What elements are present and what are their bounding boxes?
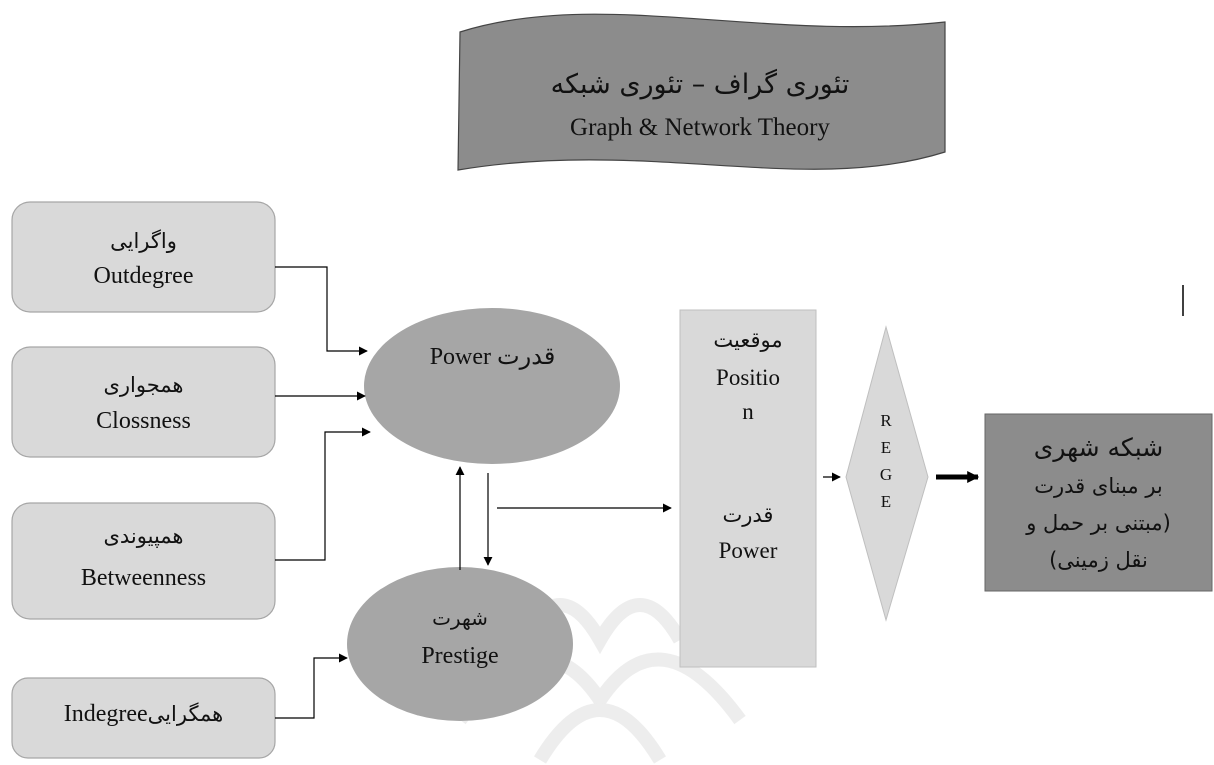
rege-letter-4: E	[880, 492, 892, 511]
position-en-a: Positio	[716, 365, 780, 390]
indegree-label-en: Indegree	[63, 701, 148, 727]
result-line-2: بر مبنای قدرت	[1034, 474, 1163, 498]
outdegree-label-en: Outdegree	[93, 263, 194, 289]
closeness-box	[11, 346, 276, 458]
arrow-outdegree-to-power	[275, 266, 368, 356]
rege-letter-1: R	[880, 411, 892, 430]
result-line-4: نقل زمینی)	[1049, 548, 1148, 572]
result-box	[984, 413, 1213, 592]
power-fa-in-box: قدرت	[722, 503, 774, 527]
title-english: Graph & Network Theory	[570, 114, 830, 141]
indegree-label: Indegreeهمگرایی	[12, 701, 275, 728]
outdegree-label-fa: واگرایی	[110, 229, 177, 253]
rege-letter-3: G	[879, 465, 893, 484]
outdegree-box	[11, 201, 276, 313]
closeness-label-en: Clossness	[96, 408, 191, 434]
title-banner	[457, 13, 946, 171]
indegree-label-fa: همگرایی	[147, 702, 224, 726]
rege-letter-2: E	[880, 438, 892, 457]
prestige-label-fa: شهرت	[432, 606, 488, 630]
result-line-1: شبکه شهری	[1033, 433, 1164, 462]
position-fa: موقعیت	[713, 328, 783, 352]
power-en-in-box: Power	[718, 538, 778, 563]
arrow-indegree-to-prestige	[275, 653, 348, 719]
power-ellipse	[364, 308, 620, 464]
prestige-label-en: Prestige	[421, 643, 499, 669]
position-en-b: n	[742, 399, 754, 424]
power-label: قدرت Power	[429, 344, 556, 370]
result-line-3: (مبتنی بر حمل و	[1026, 511, 1171, 535]
betweenness-label-fa: همپیوندی	[103, 524, 184, 548]
title-persian: تئوری گراف – تئوری شبکه	[550, 69, 850, 100]
betweenness-label-en: Betweenness	[80, 565, 207, 591]
betweenness-box	[11, 502, 276, 620]
prestige-ellipse	[347, 567, 573, 721]
closeness-label-fa: همجواری	[103, 373, 184, 397]
arrow-betweenness-to-power	[275, 427, 371, 561]
rege-diamond	[845, 325, 929, 622]
position-box	[679, 309, 817, 668]
